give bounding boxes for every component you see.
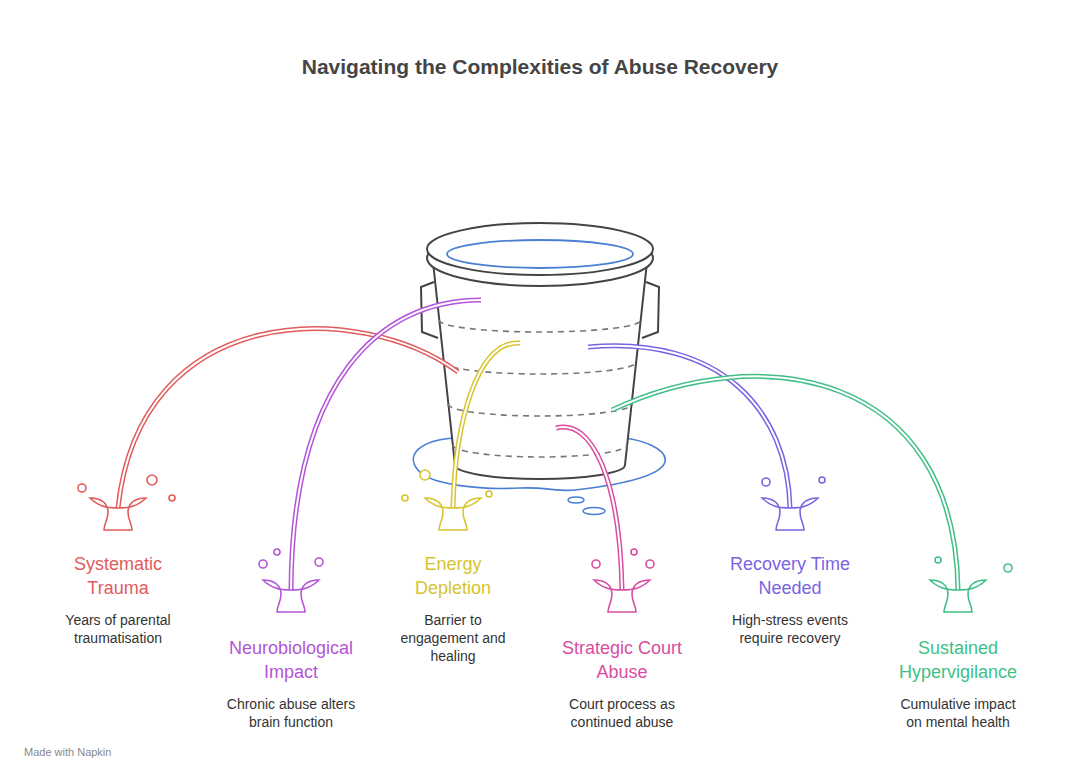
splash-drop [420, 470, 430, 480]
leak-stream [556, 427, 622, 590]
splash-drop [402, 495, 408, 501]
leak-stream [291, 300, 481, 590]
splash-icon [78, 475, 175, 530]
splash-drop [169, 495, 175, 501]
leak-item: Recovery Time NeededHigh-stress events r… [715, 552, 865, 647]
water-surface [447, 240, 633, 268]
splash-drop [147, 475, 157, 485]
splash-drop [315, 558, 323, 566]
leak-stream [453, 343, 520, 508]
water-drop [583, 508, 605, 515]
splash-drop [762, 478, 770, 486]
item-description: Years of parental traumatisation [53, 611, 183, 647]
splash-shape [930, 580, 986, 612]
item-heading: Strategic Court Abuse [547, 636, 697, 684]
splash-drop [274, 549, 280, 555]
splash-drop [78, 484, 86, 492]
item-heading: Sustained Hypervigilance [883, 636, 1033, 684]
item-heading: Neurobiological Impact [216, 636, 366, 684]
bucket-rim [427, 223, 653, 275]
leak-stream [291, 300, 481, 590]
splash-drop [259, 560, 267, 568]
splash-icon [930, 557, 1012, 612]
bucket-body [433, 262, 647, 479]
item-description: Cumulative impact on mental health [896, 695, 1021, 731]
leak-stream [556, 427, 622, 590]
splash-icon [259, 549, 323, 612]
splash-shape [594, 580, 650, 612]
splash-drop [592, 560, 600, 568]
bucket-ring [453, 445, 627, 457]
leak-item: Systematic TraumaYears of parental traum… [53, 552, 183, 647]
splash-drop [1004, 564, 1012, 572]
leak-item: Sustained HypervigilanceCumulative impac… [883, 636, 1033, 731]
splash-shape [425, 498, 481, 530]
bucket-ring [448, 404, 632, 416]
item-heading: Energy Depletion [393, 552, 513, 600]
leak-stream [588, 346, 790, 508]
bucket-ring [444, 362, 637, 374]
bucket-ring [439, 320, 641, 332]
leak-stream [118, 329, 458, 508]
water-drop [568, 497, 584, 503]
splash-icon [592, 549, 654, 612]
splash-shape [762, 498, 818, 530]
leak-stream [588, 346, 790, 508]
item-description: Barrier to engagement and healing [396, 611, 511, 665]
splash-icon [402, 470, 492, 530]
splash-icon [762, 477, 825, 530]
item-description: Chronic abuse alters brain function [216, 695, 366, 731]
splash-drop [935, 557, 941, 563]
leak-stream [118, 329, 458, 508]
leak-item: Neurobiological ImpactChronic abuse alte… [216, 636, 366, 731]
item-description: High-stress events require recovery [715, 611, 865, 647]
splash-drop [631, 549, 637, 555]
item-description: Court process as continued abuse [547, 695, 697, 731]
item-heading: Systematic Trauma [53, 552, 183, 600]
splash-drop [486, 491, 492, 497]
leak-stream [453, 343, 520, 508]
splash-drop [819, 477, 825, 483]
splash-drop [646, 560, 654, 568]
splash-shape [90, 498, 146, 530]
diagram-title: Navigating the Complexities of Abuse Rec… [0, 52, 1080, 82]
splash-shape [263, 580, 319, 612]
leak-item: Strategic Court AbuseCourt process as co… [547, 636, 697, 731]
watermark: Made with Napkin [24, 745, 111, 759]
leak-item: Energy DepletionBarrier to engagement an… [393, 552, 513, 665]
item-heading: Recovery Time Needed [715, 552, 865, 600]
